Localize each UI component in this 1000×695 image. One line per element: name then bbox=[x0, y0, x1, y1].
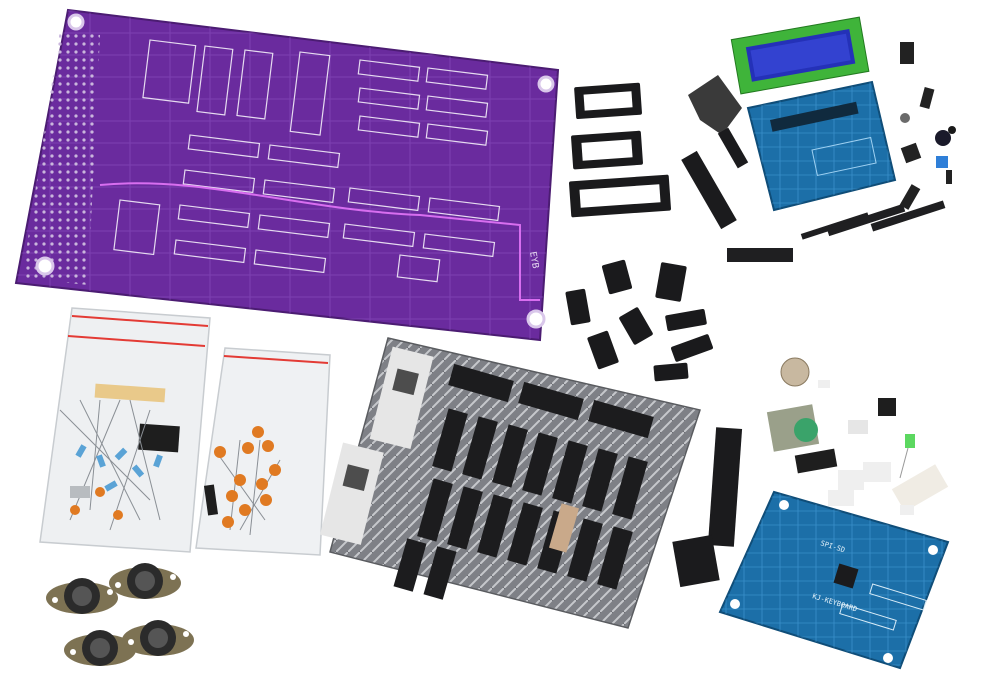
pin-header bbox=[727, 248, 793, 262]
lcd-kit bbox=[681, 16, 956, 262]
mount-hole bbox=[526, 309, 546, 329]
mount-hole bbox=[67, 13, 85, 31]
capacitor-bag bbox=[195, 347, 331, 556]
blue-lcd-pcb bbox=[746, 80, 897, 212]
din-socket bbox=[46, 578, 118, 614]
ic-sockets bbox=[565, 82, 713, 382]
small-parts bbox=[766, 357, 949, 515]
dip-ic bbox=[681, 150, 737, 230]
brand-mark: EYB bbox=[527, 251, 540, 270]
long-pin-header bbox=[707, 427, 743, 547]
lcd-module bbox=[730, 16, 870, 95]
din-connectors bbox=[46, 563, 194, 666]
box-header bbox=[672, 534, 720, 588]
purple-pcb: EYB bbox=[14, 8, 560, 342]
blue-adapter-pcb: SPI-SD KJ-KEYBOARD bbox=[718, 490, 950, 670]
din-socket bbox=[109, 563, 181, 599]
din-socket bbox=[122, 620, 194, 656]
foil-chip-sheet bbox=[320, 337, 701, 629]
resistor-bag bbox=[39, 307, 211, 553]
mount-hole bbox=[35, 256, 55, 276]
via-grid bbox=[22, 30, 100, 285]
mount-hole bbox=[537, 75, 555, 93]
qfn-chip bbox=[833, 563, 859, 589]
